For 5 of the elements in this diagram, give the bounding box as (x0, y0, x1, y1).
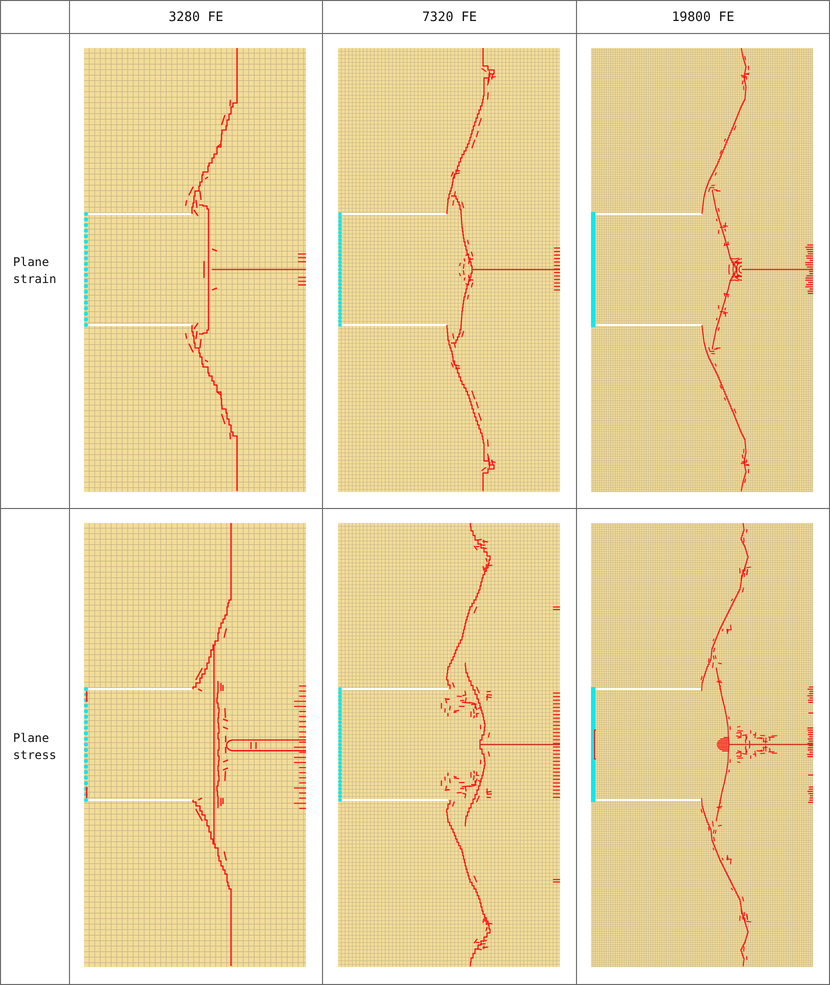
row-header: Plane stress (13, 730, 56, 764)
row-header: Plane strain (13, 254, 56, 288)
column-header: 19800 FE (672, 10, 734, 24)
column-header: 7320 FE (422, 10, 477, 24)
column-header: 3280 FE (168, 10, 224, 24)
